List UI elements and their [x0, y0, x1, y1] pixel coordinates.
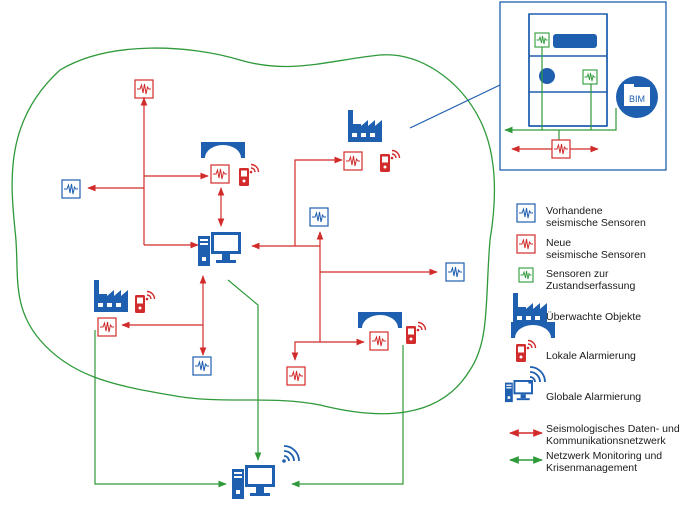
local-alarm-factory-right [379, 149, 401, 173]
central-computer-icon [198, 232, 241, 266]
existing-sensor-right [445, 262, 465, 282]
existing-sensor-center [309, 207, 329, 227]
legend-label: Neue seismische Sensoren [546, 237, 646, 261]
bridge-icon-top [201, 142, 245, 158]
legend-wifi-icon [527, 366, 546, 385]
new-sensor-factory-right [343, 151, 363, 171]
legend-label: Vorhandene seismische Sensoren [546, 205, 646, 229]
building-inset: BIM [499, 1, 667, 171]
local-alarm-bridge [238, 163, 260, 187]
legend-local-alarm-icon [515, 339, 537, 363]
legend-label: Netzwerk Monitoring und Krisenmanagement [546, 450, 663, 474]
factory-icon-left [94, 280, 128, 312]
existing-sensor-left [61, 179, 81, 199]
inset-condition-sensor-top [534, 32, 550, 48]
inset-equipment-bar [553, 34, 597, 48]
bridge-icon-right [358, 312, 402, 328]
legend-global-alarm-icon [505, 380, 533, 403]
monitoring-region-outline [11, 47, 496, 415]
legend-label: Lokale Alarmierung [546, 350, 636, 362]
local-alarm-factory-left [134, 290, 156, 314]
seismic-network-lines [87, 97, 438, 361]
legend-label: Seismologisches Daten- und Kommunikation… [546, 423, 680, 447]
new-sensor-bridge [210, 164, 230, 184]
legend-new-sensor-icon [516, 234, 536, 254]
new-sensor-bottom [286, 366, 306, 386]
global-alarm-computer-icon [232, 465, 275, 499]
inset-equipment-circle [539, 68, 555, 84]
legend-label: Überwachte Objekte [546, 311, 642, 323]
monitoring-network-lines [94, 279, 404, 488]
wifi-icon [281, 445, 300, 464]
factory-icon-right [348, 110, 382, 142]
inset-new-sensor [551, 139, 571, 159]
new-sensor-bridge-right [369, 331, 389, 351]
inset-condition-sensor-mid [582, 69, 598, 85]
legend-existing-sensor-icon [516, 203, 536, 223]
local-alarm-bridge-right [405, 321, 427, 345]
bim-label: BIM [629, 94, 645, 104]
new-sensor-factory-left [97, 317, 117, 337]
legend-label: Sensoren zur Zustandserfassung [546, 268, 636, 292]
existing-sensor-bottom [192, 356, 212, 376]
legend-label: Globale Alarmierung [546, 391, 642, 403]
legend-condition-sensor-icon [518, 267, 534, 283]
new-sensor-top [134, 79, 154, 99]
legend-factory-icon [513, 293, 547, 325]
legend-icons [505, 203, 555, 464]
inset-connector [409, 84, 501, 129]
legend-bridge-icon [511, 322, 555, 338]
